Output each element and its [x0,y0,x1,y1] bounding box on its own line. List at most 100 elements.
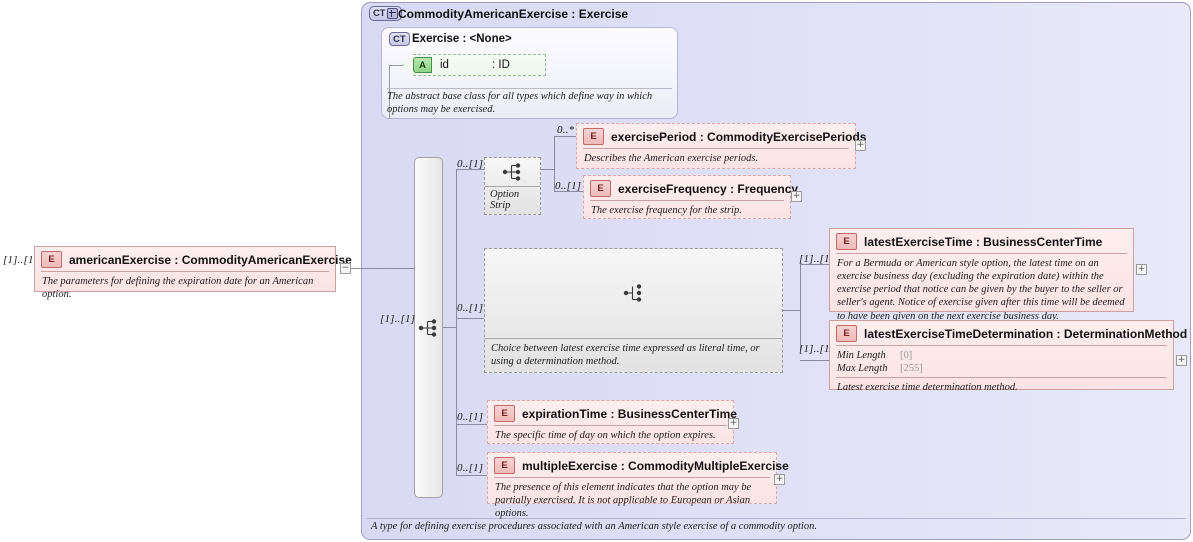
element-header: E exercisePeriod : CommodityExercisePeri… [577,124,866,148]
option-strip-divider [485,186,540,187]
element-badge: E [583,128,604,145]
facet-row: Max Length [255] [837,362,1166,375]
branch-line-latestExerciseTimeDetermination [800,360,829,361]
cardinality-multipleExercise: 0..[1] [457,462,484,474]
branch-line-option-strip [456,169,484,170]
main-sequence-cardinality: [1]..[1] [380,313,416,325]
element-badge: E [494,405,515,422]
element-doc: The specific time of day on which the op… [495,430,716,441]
element-doc: Describes the American exercise periods. [584,153,759,164]
element-box-exercisePeriod[interactable]: E exercisePeriod : CommodityExercisePeri… [576,123,866,169]
option-strip-stub [541,169,554,170]
expand-toggle-multipleExercise[interactable]: + [774,474,785,485]
expand-toggle-exercisePeriod[interactable]: + [855,140,866,151]
attribute-name: id [440,59,449,71]
option-strip-spine [554,136,555,191]
cardinality-latestExerciseTime: [1]..[1] [799,253,835,265]
element-box-multipleExercise[interactable]: E multipleExercise : CommodityMultipleEx… [487,452,789,519]
element-badge: E [836,325,857,342]
element-title: multipleExercise : CommodityMultipleExer… [522,458,789,473]
option-strip-cardinality: 0..[1] [457,158,484,170]
element-box-expirationTime[interactable]: E expirationTime : BusinessCenterTime Th… [487,400,737,444]
expand-toggle-latestExerciseTime[interactable]: + [1136,264,1147,275]
attribute-type: : ID [492,59,510,71]
expand-toggle-exerciseFrequency[interactable]: + [791,191,802,202]
expand-toggle-expirationTime[interactable]: + [728,418,739,429]
connector-root-to-complextype [351,268,421,269]
choice-divider [485,337,782,339]
element-header: E exerciseFrequency : Frequency [584,176,798,200]
option-strip-icon-wrap [485,158,540,186]
element-divider [836,345,1167,346]
cardinality-expirationTime: 0..[1] [457,411,484,423]
choice-stub [783,310,800,311]
facet-name: Max Length [837,363,888,375]
element-title: latestExerciseTimeDetermination : Determ… [864,326,1188,341]
choice-cardinality: 0..[1] [457,302,484,314]
base-type-divider [387,88,672,89]
element-title: exercisePeriod : CommodityExercisePeriod… [611,129,867,144]
base-type-badge[interactable]: CT [389,32,410,46]
element-divider [583,148,849,149]
main-sequence-icon-wrap [415,158,442,497]
choice-doc: Choice between latest exercise time expr… [491,342,760,367]
element-title: exerciseFrequency : Frequency [618,181,799,196]
branch-line-exercisePeriod [554,136,576,137]
caption-divider [366,518,1186,519]
element-badge: E [590,180,611,197]
element-box-latestExerciseTimeDetermination[interactable]: E latestExerciseTimeDetermination : Dete… [829,320,1187,393]
element-divider [494,425,727,426]
root-element-cardinality: [1]..[1] [3,254,39,266]
expand-toggle-latestExerciseTimeDetermination[interactable]: + [1176,355,1187,366]
cardinality-latestExerciseTimeDetermination: [1]..[1] [799,343,835,355]
choice-spine [800,264,801,350]
element-box-latestExerciseTime[interactable]: E latestExerciseTime : BusinessCenterTim… [829,228,1134,322]
facet-value: [0] [900,350,913,361]
element-header: E multipleExercise : CommodityMultipleEx… [488,453,789,477]
element-header: E latestExerciseTime : BusinessCenterTim… [830,229,1133,253]
element-header: E expirationTime : BusinessCenterTime [488,401,737,425]
element-box-exerciseFrequency[interactable]: E exerciseFrequency : Frequency The exer… [583,175,798,219]
choice-icon [623,284,641,303]
element-box-americanExercise[interactable]: E americanExercise : CommodityAmericanEx… [34,246,352,300]
plus-box-icon [387,8,399,19]
element-divider [494,477,770,478]
branch-line-latestExerciseTime [800,264,829,265]
element-badge: E [836,233,857,250]
branch-line-choice [456,318,484,319]
element-title: expirationTime : BusinessCenterTime [522,406,737,421]
collapse-toggle-americanExercise[interactable]: − [340,263,351,274]
element-badge: E [41,251,62,268]
facet-value: [255] [900,363,923,375]
element-doc: Latest exercise time determination metho… [837,382,1018,394]
branch-line-exerciseFrequency [554,191,583,192]
complextype-badge[interactable]: CT [369,6,403,21]
cardinality-exercisePeriod: 0..* [557,124,575,136]
sequence-stub [443,327,456,328]
main-sequence-bar[interactable] [414,157,443,498]
option-strip-label: Option Strip [490,189,520,211]
facet-name: Min Length [837,350,886,361]
attribute-connector-horizontal [389,65,403,66]
element-header: E latestExerciseTimeDetermination : Dete… [830,321,1187,345]
element-title: latestExerciseTime : BusinessCenterTime [864,234,1103,249]
element-doc: The exercise frequency for the strip. [591,205,742,216]
element-header: E americanExercise : CommodityAmericanEx… [35,247,352,271]
element-badge: E [494,457,515,474]
facet-row: Min Length [0] [837,349,1166,362]
element-title: americanExercise : CommodityAmericanExer… [69,252,352,267]
sequence-icon [418,318,436,337]
element-divider [590,200,784,201]
complextype-caption: A type for defining exercise procedures … [371,521,817,532]
element-divider [41,271,329,272]
attribute-row-id[interactable]: A id : ID [403,54,546,76]
choice-icon-wrap [485,249,782,338]
complextype-title: CommodityAmericanExercise : Exercise [398,7,629,21]
element-doc: The presence of this element indicates t… [495,482,752,520]
sequence-icon [502,163,520,181]
element-divider [836,253,1127,254]
choice-group-box[interactable]: Choice between latest exercise time expr… [484,248,783,373]
branch-line-multipleExercise [456,475,487,476]
option-strip-box[interactable]: Option Strip [484,157,541,215]
